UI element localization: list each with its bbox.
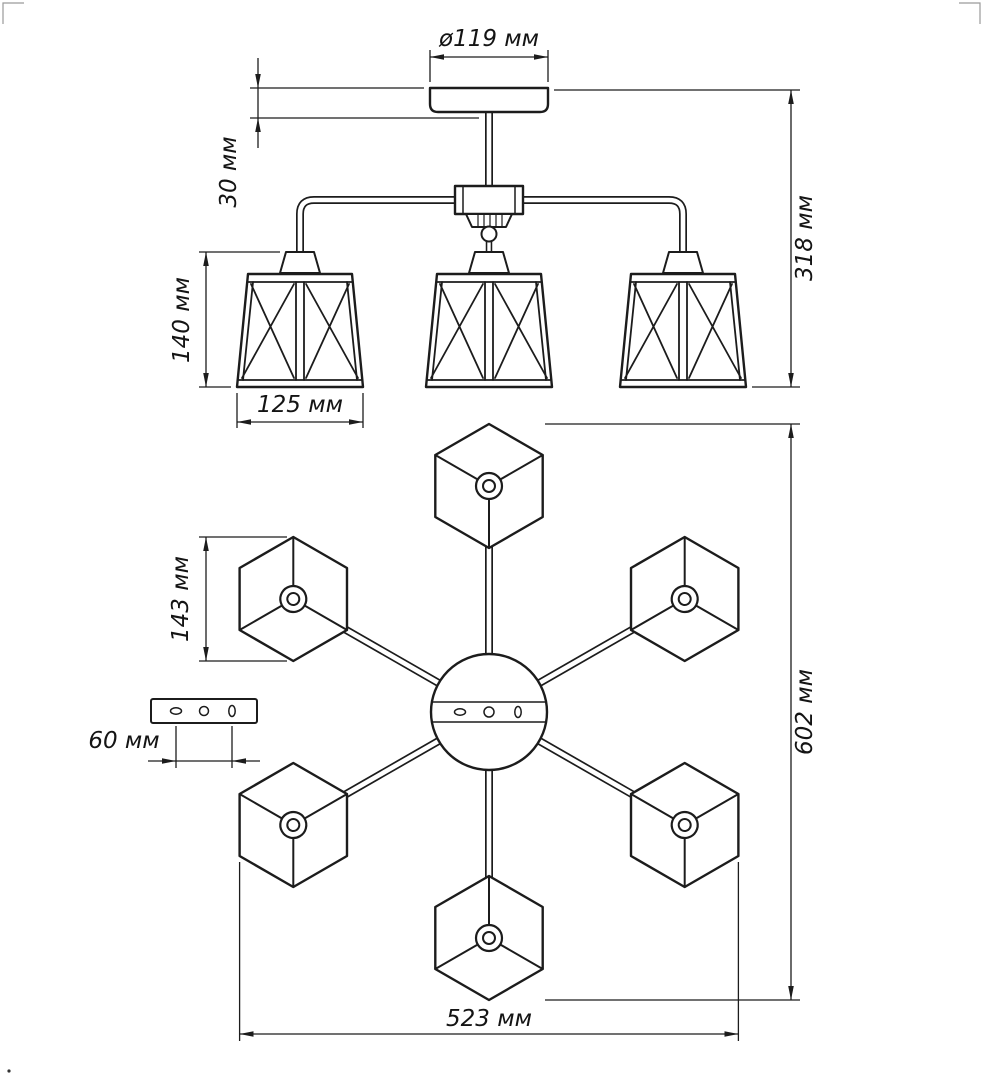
hub-body <box>453 184 525 216</box>
dim-bracket: 60 мм <box>88 726 260 768</box>
dim-label-cube-shade: 143 мм <box>168 556 194 642</box>
bracket-body <box>150 698 258 724</box>
hub-slot-left <box>453 708 467 716</box>
cage-shade-left <box>235 250 365 389</box>
bracket-slot-left <box>169 707 183 715</box>
side-view: ø119 мм 30 мм 318 мм 140 мм <box>169 26 818 428</box>
hub-hole-center <box>483 706 495 718</box>
side-arms <box>296 196 687 254</box>
dim-plan-width: 523 мм <box>238 862 740 1041</box>
dim-label-plan-width: 523 мм <box>446 1006 532 1032</box>
dim-label-bracket: 60 мм <box>88 728 159 754</box>
page-dot <box>7 1069 11 1073</box>
dim-canopy-diameter: ø119 мм <box>429 26 549 82</box>
cube-shade-upper-left <box>211 520 376 678</box>
mounting-bracket <box>150 698 258 724</box>
dim-shade-height: 140 мм <box>169 251 280 388</box>
dim-label-shade-width: 125 мм <box>257 392 343 418</box>
cage-shade-right <box>618 250 748 389</box>
hub-circle <box>429 652 549 772</box>
hub-collar <box>465 213 513 228</box>
cage-shade-middle <box>424 250 554 389</box>
dim-label-plan-height: 602 мм <box>792 669 818 755</box>
cube-shade-bottom <box>434 874 544 1002</box>
hub-slot-right <box>514 705 522 719</box>
cube-shade-top <box>434 422 544 550</box>
dim-label-side-height: 318 мм <box>792 195 818 281</box>
hub-assembly <box>453 184 525 243</box>
dim-cube-shade: 143 мм <box>168 536 287 662</box>
ceiling-canopy <box>428 86 550 114</box>
hub-knob <box>480 225 498 243</box>
cube-shade-lower-left <box>211 746 376 904</box>
frame-corner-mark <box>2 2 24 24</box>
cube-shade-upper-right <box>602 520 767 678</box>
frame-corner-mark <box>959 2 981 24</box>
dim-label-shade-height: 140 мм <box>169 277 195 363</box>
plan-view: 60 мм 143 мм 602 мм 523 мм <box>88 422 818 1041</box>
dim-plan-height: 602 мм <box>545 423 818 1001</box>
dim-side-height: 318 мм <box>554 89 818 388</box>
cube-shade-lower-right <box>602 746 767 904</box>
dim-label-stem: 30 мм <box>216 136 242 207</box>
hub-collar-hatch <box>477 214 503 227</box>
dim-label-canopy-diameter: ø119 мм <box>438 26 539 52</box>
dim-shade-width: 125 мм <box>236 392 364 428</box>
dim-stem: 30 мм <box>216 58 479 208</box>
plan-hub <box>429 652 549 772</box>
bracket-hole-center <box>198 705 210 717</box>
bracket-slot-right <box>228 704 236 718</box>
